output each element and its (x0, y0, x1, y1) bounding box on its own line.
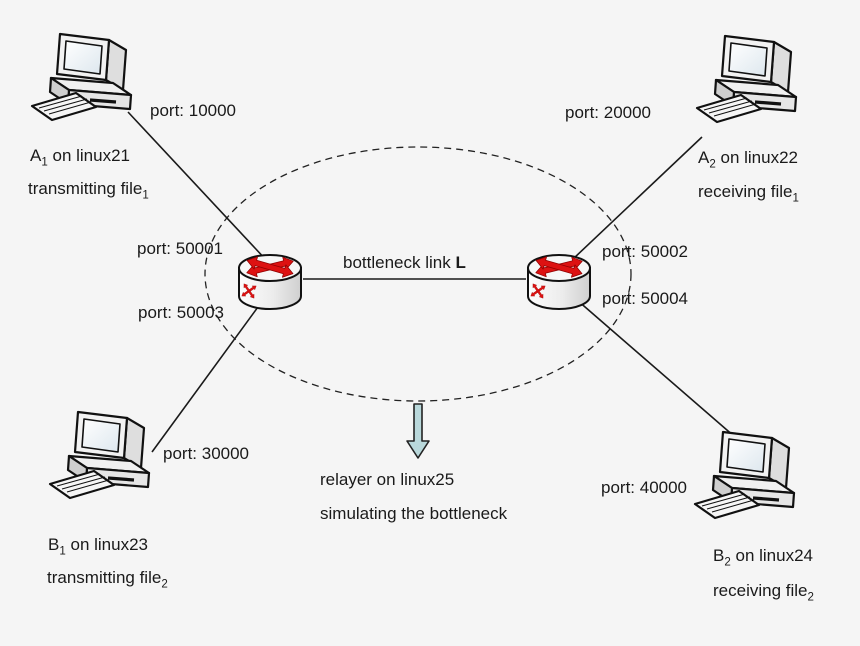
port-label-router-left-bottom: port: 50003 (138, 303, 225, 322)
pc-icon-b2 (693, 430, 796, 520)
link-router-right-to-b2 (576, 299, 736, 438)
port-label-router-right-top: port: 50002 (602, 242, 689, 261)
pc-icon-a2 (695, 34, 798, 124)
host-b2-name: B2 on linux24 (713, 546, 813, 569)
bottleneck-region-ellipse (204, 146, 632, 402)
port-label-router-left-top: port: 50001 (137, 239, 224, 258)
relayer-caption-line1: relayer on linux25 (320, 470, 455, 489)
link-a1-to-router-left (127, 111, 269, 263)
pc-icon-a1 (30, 32, 133, 122)
port-label-router-right-bottom: port: 50004 (602, 289, 689, 308)
host-a2-name: A2 on linux22 (698, 148, 798, 171)
port-label-b2: port: 40000 (601, 478, 688, 497)
host-b1-name: B1 on linux23 (48, 535, 148, 558)
link-a2-to-router-right (572, 136, 703, 260)
router-left-icon (239, 254, 301, 309)
router-right-icon (528, 254, 590, 309)
relayer-caption-line2: simulating the bottleneck (320, 504, 508, 523)
host-b2-role: receiving file2 (713, 581, 814, 604)
link-router-left-to-b1 (151, 295, 267, 453)
port-label-a1: port: 10000 (150, 101, 237, 120)
host-a1-name: A1 on linux21 (30, 146, 130, 169)
host-a1-role: transmitting file1 (28, 179, 149, 202)
bottleneck-link-label: bottleneck link L (343, 253, 466, 272)
port-label-b1: port: 30000 (163, 444, 250, 463)
down-arrow-icon (406, 403, 430, 459)
host-b1-role: transmitting file2 (47, 568, 168, 591)
pc-icon-b1 (48, 410, 151, 500)
host-a2-role: receiving file1 (698, 182, 799, 205)
port-label-a2: port: 20000 (565, 103, 652, 122)
